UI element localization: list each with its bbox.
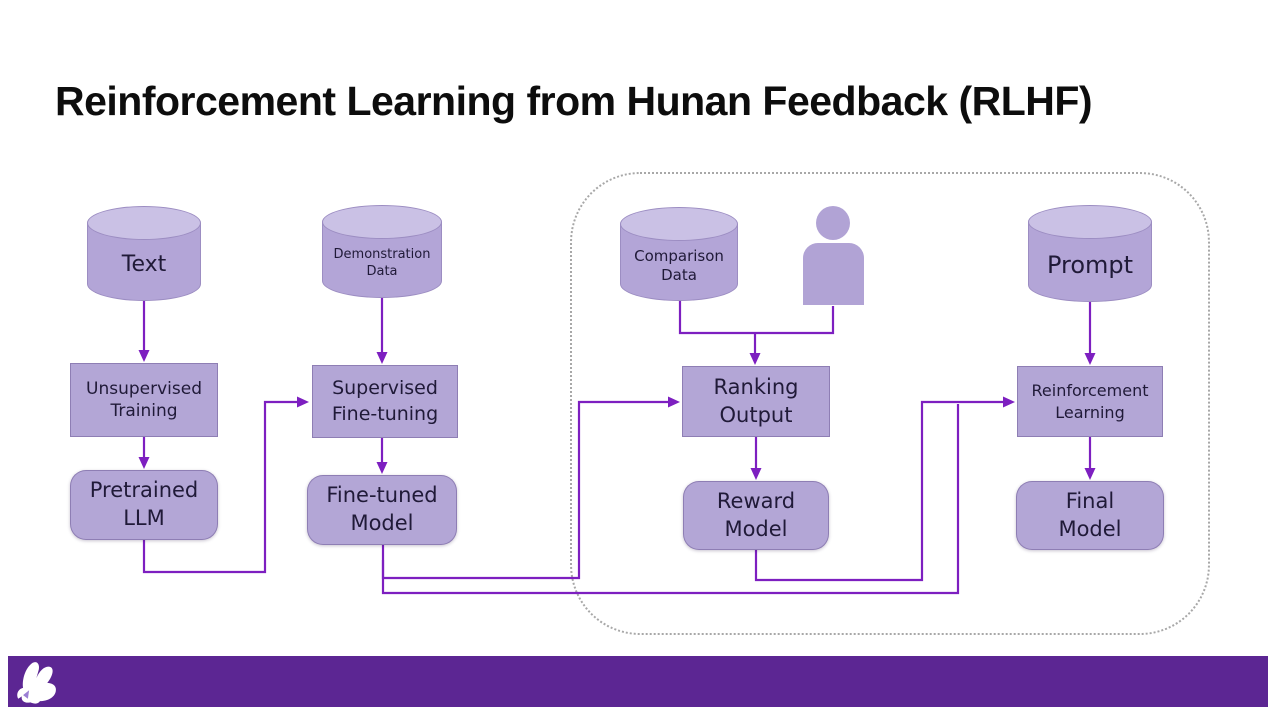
node-prompt: Prompt xyxy=(1028,205,1152,302)
node-label: Final Model xyxy=(1058,488,1122,541)
node-label: Unsupervised Training xyxy=(86,378,202,421)
rlhf-group-outline xyxy=(570,172,1210,635)
human-icon xyxy=(816,206,850,240)
node-label: Prompt xyxy=(1046,250,1134,279)
node-reward-model: Reward Model xyxy=(683,481,829,550)
footer-bar xyxy=(8,656,1268,707)
node-label: Reinforcement Learning xyxy=(1031,381,1149,422)
cylinder-top xyxy=(87,206,201,240)
node-label: Text xyxy=(121,252,167,278)
node-final-model: Final Model xyxy=(1016,481,1164,550)
node-ranking-output: Ranking Output xyxy=(682,366,830,437)
hare-logo-icon xyxy=(17,662,56,704)
node-fine-tuned-model: Fine-tuned Model xyxy=(307,475,457,545)
node-label: Reward Model xyxy=(716,488,796,541)
cylinder-top xyxy=(1028,205,1152,239)
node-pretrained-llm: Pretrained LLM xyxy=(70,470,218,540)
node-supervised-fine-tuning: Supervised Fine-tuning xyxy=(312,365,458,438)
node-label: Comparison Data xyxy=(634,246,724,285)
cylinder-top xyxy=(620,207,738,241)
cylinder-top xyxy=(322,205,442,239)
slide-title: Reinforcement Learning from Hunan Feedba… xyxy=(55,78,1093,124)
node-text-data: Text xyxy=(87,206,201,301)
human-icon xyxy=(803,243,864,305)
node-label: Pretrained LLM xyxy=(89,478,199,530)
node-reinforcement-learning: Reinforcement Learning xyxy=(1017,366,1163,437)
node-demonstration-data: Demonstration Data xyxy=(322,205,442,298)
node-label: Ranking Output xyxy=(713,374,799,427)
node-unsupervised-training: Unsupervised Training xyxy=(70,363,218,437)
node-label: Fine-tuned Model xyxy=(326,483,438,535)
node-comparison-data: Comparison Data xyxy=(620,207,738,301)
node-label: Supervised Fine-tuning xyxy=(331,377,439,425)
node-label: Demonstration Data xyxy=(333,246,431,279)
